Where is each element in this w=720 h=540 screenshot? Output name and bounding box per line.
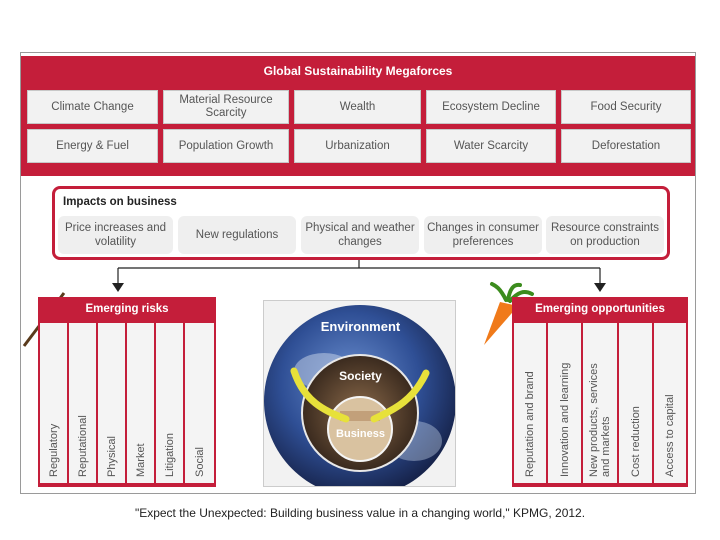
megaforce-cell: Energy & Fuel	[27, 129, 158, 163]
opportunity-column: Innovation and learning	[548, 323, 581, 483]
risk-label: Reputational	[76, 415, 89, 477]
megaforce-cell: Deforestation	[561, 129, 691, 163]
opportunities-title: Emerging opportunities	[535, 303, 665, 315]
society-label: Society	[339, 369, 382, 383]
megaforces-title: Global Sustainability Megaforces	[263, 64, 453, 78]
megaforce-cell: Water Scarcity	[426, 129, 556, 163]
opportunity-label: Innovation and learning	[558, 362, 571, 477]
environment-label: Environment	[320, 319, 401, 334]
megaforce-cell: Climate Change	[27, 90, 158, 124]
impacts-title: Impacts on business	[63, 196, 177, 208]
risk-label: Litigation	[163, 432, 176, 477]
impact-item: Price increases and volatility	[58, 216, 173, 254]
risks-title: Emerging risks	[85, 303, 169, 315]
emerging-opportunities-panel: Emerging opportunities Reputation and br…	[512, 297, 688, 487]
risk-column: Regulatory	[40, 323, 67, 483]
impact-item: Resource constraints on production	[546, 216, 664, 254]
risk-label: Regulatory	[47, 423, 60, 477]
megaforce-cell: Food Security	[561, 90, 691, 124]
megaforce-cell: Population Growth	[163, 129, 289, 163]
megaforce-cell: Wealth	[294, 90, 421, 124]
megaforce-cell: Urbanization	[294, 129, 421, 163]
risk-column: Social	[185, 323, 214, 483]
globe-image: Environment Society Business	[263, 300, 456, 487]
risk-column: Physical	[98, 323, 125, 483]
carrot-icon	[484, 302, 518, 345]
megaforce-cell: Ecosystem Decline	[426, 90, 556, 124]
risk-column: Litigation	[156, 323, 183, 483]
opportunity-column: New products, services and markets	[583, 323, 617, 483]
earth-icon	[264, 301, 455, 486]
opportunity-column: Reputation and brand	[514, 323, 546, 483]
opportunity-label: Access to capital	[664, 394, 676, 477]
opportunity-label: New products, services and markets	[588, 363, 612, 477]
opportunity-label: Reputation and brand	[524, 371, 536, 477]
source-caption: "Expect the Unexpected: Building busines…	[134, 506, 586, 520]
risk-label: Market	[134, 443, 147, 477]
impact-item: New regulations	[178, 216, 296, 254]
risk-label: Physical	[105, 436, 118, 477]
opportunity-column: Cost reduction	[619, 323, 652, 483]
opportunity-label: Cost reduction	[629, 406, 642, 477]
impact-item: Physical and weather changes	[301, 216, 419, 254]
risk-column: Market	[127, 323, 154, 483]
megaforce-cell: Material Resource Scarcity	[163, 90, 289, 124]
impact-item: Changes in consumer preferences	[424, 216, 542, 254]
risk-label: Social	[193, 447, 206, 477]
opportunity-column: Access to capital	[654, 323, 686, 483]
business-label: Business	[336, 428, 385, 440]
risk-column: Reputational	[69, 323, 96, 483]
emerging-risks-panel: Emerging risks Regulatory Reputational P…	[38, 297, 216, 487]
